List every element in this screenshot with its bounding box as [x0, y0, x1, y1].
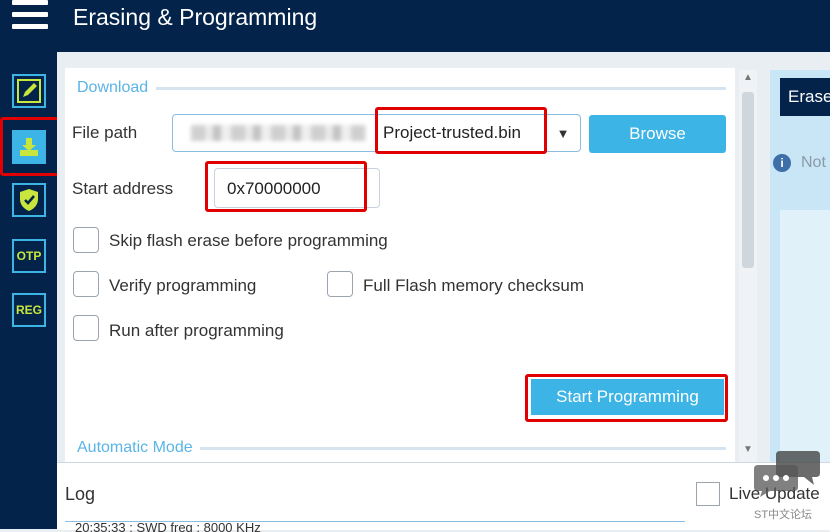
- scroll-up-icon[interactable]: ▲: [743, 72, 753, 83]
- run-after-label: Run after programming: [109, 321, 284, 340]
- file-path-value: Project-trusted.bin: [383, 123, 521, 142]
- section-divider: [156, 87, 726, 90]
- erase-table: [780, 210, 830, 462]
- section-divider: [200, 447, 726, 450]
- start-address-value: 0x70000000: [227, 179, 321, 198]
- verify-checkbox[interactable]: [73, 271, 99, 297]
- vertical-scrollbar[interactable]: ▲ ▼: [739, 70, 757, 462]
- shield-icon: [20, 189, 38, 211]
- full-checksum-label: Full Flash memory checksum: [363, 276, 585, 295]
- sidebar-item-reg[interactable]: REG: [12, 293, 46, 327]
- sidebar-item-otp[interactable]: OTP: [12, 239, 46, 273]
- automatic-mode-title: Automatic Mode: [77, 439, 193, 456]
- erase-panel: Erase i Not: [770, 70, 830, 462]
- skip-erase-label: Skip flash erase before programming: [109, 231, 388, 250]
- verify-label: Verify programming: [109, 276, 257, 295]
- sidebar-item-edit[interactable]: [12, 74, 46, 108]
- redacted-path: [191, 125, 366, 141]
- live-update-checkbox[interactable]: [696, 482, 720, 506]
- file-path-label: File path: [72, 123, 138, 142]
- download-section-title: Download: [77, 79, 149, 96]
- notice-text: Not: [801, 154, 826, 171]
- start-address-label: Start address: [72, 179, 174, 198]
- highlight-box-start: [525, 374, 728, 422]
- start-address-input[interactable]: 0x70000000: [214, 168, 380, 208]
- skip-erase-checkbox[interactable]: [73, 227, 99, 253]
- start-programming-button[interactable]: Start Programming: [531, 379, 724, 415]
- info-icon: i: [773, 154, 791, 172]
- log-line: 20:35:33 : SWD freq : 8000 KHz: [75, 521, 261, 532]
- log-title: Log: [65, 484, 96, 504]
- scroll-down-icon[interactable]: ▼: [743, 444, 753, 455]
- highlight-box-download-nav: [0, 117, 62, 176]
- pencil-icon: [17, 79, 41, 103]
- page-title: Erasing & Programming: [73, 4, 318, 30]
- tab-erase[interactable]: Erase: [780, 78, 830, 116]
- hamburger-menu-icon[interactable]: [12, 0, 48, 32]
- sidebar: OTP REG: [0, 52, 57, 529]
- chevron-down-icon[interactable]: ▼: [545, 115, 580, 151]
- run-after-checkbox[interactable]: [73, 315, 99, 341]
- scroll-thumb[interactable]: [742, 92, 754, 268]
- download-icon: [20, 138, 38, 156]
- watermark-text: ST中文论坛: [754, 509, 813, 521]
- highlight-box-file: [375, 107, 547, 154]
- top-bar: Erasing & Programming: [0, 0, 830, 52]
- forum-logo-icon: [754, 451, 820, 497]
- highlight-box-address: [205, 161, 367, 212]
- browse-button[interactable]: Browse: [589, 115, 726, 153]
- sidebar-item-security[interactable]: [12, 183, 46, 217]
- sidebar-item-download[interactable]: [12, 130, 46, 164]
- log-panel: Log Live Update 20:35:33 : SWD freq : 80…: [57, 462, 830, 532]
- log-output: 20:35:33 : SWD freq : 8000 KHz: [65, 521, 685, 532]
- full-checksum-checkbox[interactable]: [327, 271, 353, 297]
